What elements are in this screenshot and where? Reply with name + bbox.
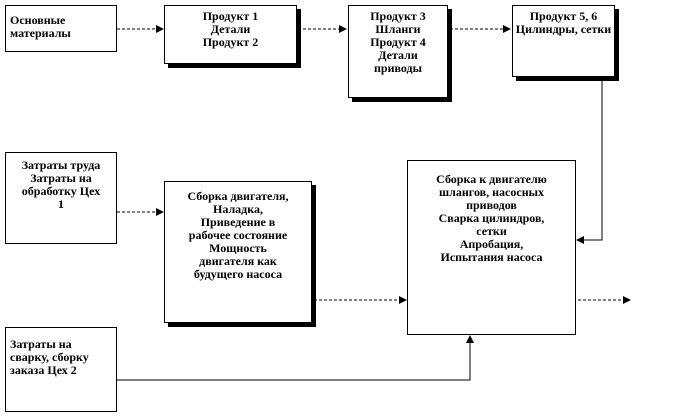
box-labor-costs: Затраты труда Затраты на обработку Цех 1: [5, 152, 117, 244]
text-line: Сборка к двигателю: [436, 172, 547, 186]
text-line: Продукт 5, 6: [529, 9, 598, 23]
text-line: Испытания насоса: [440, 250, 543, 264]
text-line: Наладка,: [213, 202, 263, 216]
text-line: сварку, сборку: [10, 350, 89, 364]
text-line: Сборка двигателя,: [187, 189, 289, 203]
box-products-5-6: Продукт 5, 6 Цилиндры, сетки: [512, 5, 615, 77]
box-products-1-2: Продукт 1 Детали Продукт 2: [164, 5, 297, 64]
text-line: Цилиндры, сетки: [515, 22, 612, 36]
text-line: 1: [58, 197, 64, 211]
text-line: приводов: [466, 198, 517, 212]
text-line: Мощность: [209, 241, 267, 255]
box-welding-costs: Затраты на сварку, сборку заказа Цех 2: [5, 327, 117, 412]
text-line: Апробация,: [459, 237, 524, 251]
text-line: шлангов, насосных: [439, 185, 544, 199]
text-line: Продукт 1: [202, 9, 259, 23]
box-materials: Основные материалы: [5, 5, 117, 52]
text-line: будущего насоса: [193, 267, 283, 281]
text-line: Затраты на: [10, 337, 72, 351]
text-line: рабочее состояние: [188, 228, 288, 242]
text-line: Продукт 3: [370, 9, 426, 23]
text-line: обработку Цех: [21, 184, 101, 198]
text-line: сетки: [476, 224, 507, 238]
connector-welding-to-final: [117, 335, 474, 381]
box-engine-assembly: Сборка двигателя, Наладка, Приведение в …: [164, 181, 312, 323]
text-line: материалы: [10, 26, 71, 40]
text-line: Детали: [210, 22, 251, 36]
text-line: Шланги: [375, 22, 421, 36]
text-line: Затраты на: [30, 171, 92, 185]
connector-products56-to-final: [576, 78, 603, 244]
box-final-assembly: Сборка к двигателю шлангов, насосных при…: [407, 160, 576, 335]
text-line: Продукт 2: [202, 35, 259, 49]
text-line: Основные: [10, 13, 66, 27]
text-line: Детали: [378, 48, 418, 62]
text-line: Сварка цилиндров,: [438, 211, 545, 225]
text-line: двигателя как: [199, 254, 277, 268]
text-line: Приведение в: [200, 215, 276, 229]
text-line: приводы: [374, 61, 422, 75]
text-line: заказа Цех 2: [10, 363, 77, 377]
box-products-3-4: Продукт 3 Шланги Продукт 4 Детали привод…: [348, 5, 448, 98]
text-line: Продукт 4: [370, 35, 426, 49]
text-line: Затраты труда: [21, 158, 101, 172]
